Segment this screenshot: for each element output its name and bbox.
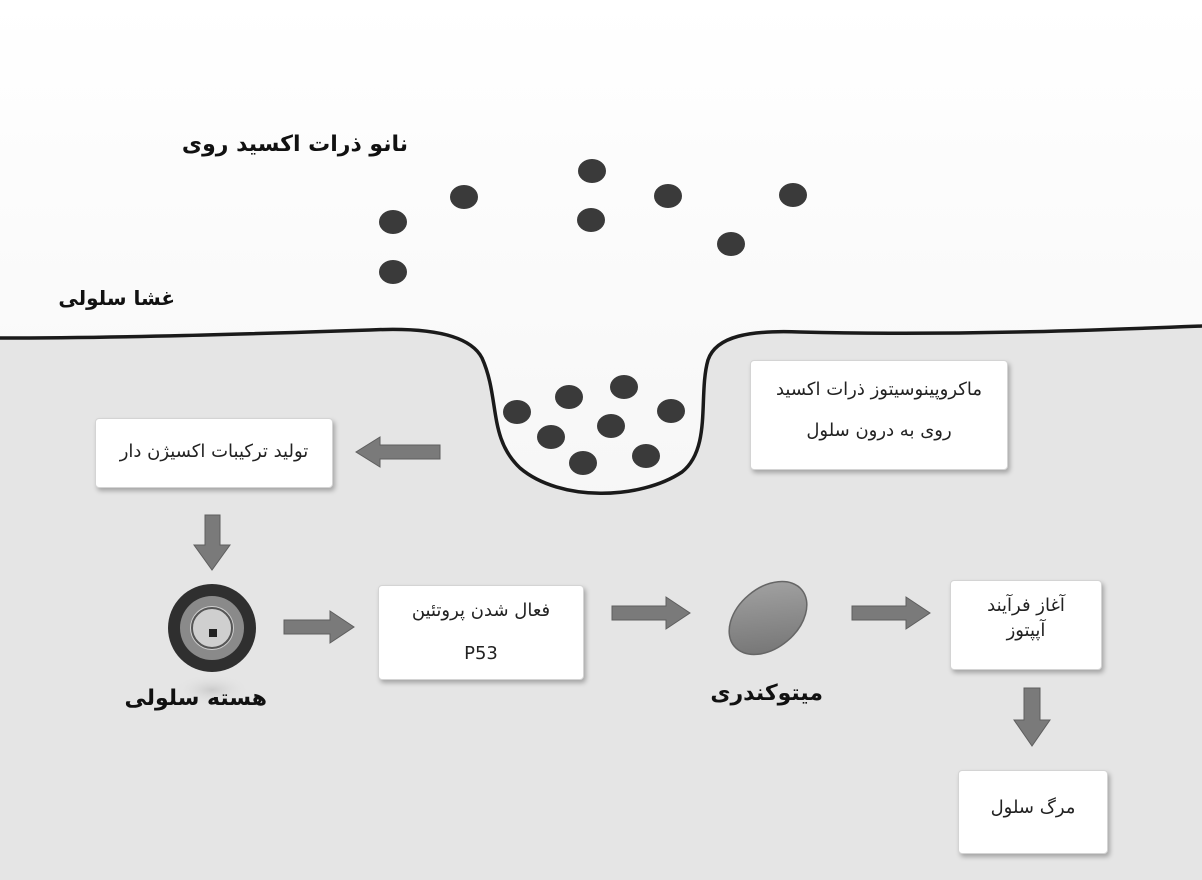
particle [503, 400, 531, 424]
box-text-line: روی به درون سلول [806, 420, 952, 441]
apoptosis-box: آغاز فرآیند آپپتوز [950, 580, 1102, 670]
arrow-right-icon [283, 610, 355, 644]
particle [577, 208, 605, 232]
arrow-right-icon [611, 596, 691, 630]
nucleus-icon [168, 584, 256, 706]
particle [657, 399, 685, 423]
arrow-left-icon [355, 436, 441, 468]
particle [555, 385, 583, 409]
mitochondrion-icon [728, 580, 808, 656]
nanoparticles-label: نانو ذرات اکسید روی [181, 132, 408, 157]
arrow-down-icon [1013, 687, 1051, 747]
particle [379, 260, 407, 284]
particle [537, 425, 565, 449]
nucleus-label: هسته سلولی [124, 686, 267, 711]
macropinocytosis-box: ماکروپینوسیتوز ذرات اکسید روی به درون سل… [750, 360, 1008, 470]
p53-box: فعال شدن پروتئین P53 [378, 585, 584, 680]
particle [450, 185, 478, 209]
cell-membrane [0, 324, 1202, 495]
arrows [193, 436, 1051, 747]
cell-death-box: مرگ سلول [958, 770, 1108, 854]
box-text-line: آپپتوز [1006, 620, 1046, 641]
oxygen-compounds-box: تولید ترکیبات اکسیژن دار [95, 418, 333, 488]
box-text-line: ماکروپینوسیتوز ذرات اکسید [775, 379, 983, 400]
box-text-line: فعال شدن پروتئین [411, 600, 551, 621]
box-text-line: تولید ترکیبات اکسیژن دار [119, 441, 309, 462]
particle [717, 232, 745, 256]
box-text-line: آغاز فرآیند [987, 595, 1065, 616]
nanoparticles-outside [379, 159, 807, 284]
particle [610, 375, 638, 399]
box-text-line: P53 [464, 643, 498, 664]
particle [578, 159, 606, 183]
arrow-right-icon [851, 596, 931, 630]
particle [779, 183, 807, 207]
particle [654, 184, 682, 208]
membrane-label: غشا سلولی [58, 286, 175, 310]
particle [632, 444, 660, 468]
particle [379, 210, 407, 234]
arrow-down-icon [193, 514, 231, 571]
nanoparticles-inside [503, 375, 685, 475]
particle [569, 451, 597, 475]
box-text-line: مرگ سلول [990, 797, 1076, 818]
mitochondria-label: میتوکندری [710, 681, 823, 706]
particle [597, 414, 625, 438]
